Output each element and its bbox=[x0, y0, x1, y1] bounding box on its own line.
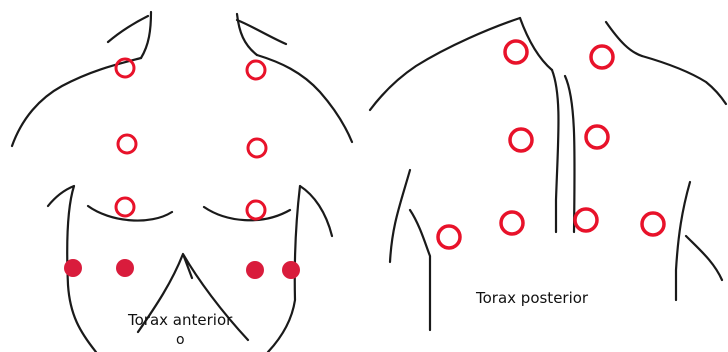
marker-ring bbox=[247, 201, 265, 219]
marker-ring bbox=[247, 61, 265, 79]
anterior-caption-tail: o bbox=[176, 333, 185, 347]
marker-ring bbox=[575, 209, 597, 231]
anterior-caption: Torax anterior bbox=[128, 313, 232, 328]
marker-dot bbox=[282, 261, 300, 279]
posterior-torso bbox=[370, 18, 726, 330]
marker-ring bbox=[116, 198, 134, 216]
marker-ring bbox=[501, 212, 523, 234]
marker-dot bbox=[116, 259, 134, 277]
marker-ring bbox=[642, 213, 664, 235]
anterior-clavicle-left bbox=[108, 16, 148, 42]
posterior-spine bbox=[552, 70, 559, 232]
anterior-shoulder-left bbox=[12, 58, 141, 146]
marker-ring bbox=[591, 46, 613, 68]
posterior-spine-right bbox=[565, 76, 575, 232]
marker-ring bbox=[248, 139, 266, 157]
posterior-shoulder-right bbox=[642, 56, 726, 104]
anterior-torso bbox=[12, 12, 352, 352]
posterior-side-right bbox=[676, 182, 722, 300]
marker-dot bbox=[64, 259, 82, 277]
anterior-markers bbox=[64, 59, 300, 279]
marker-ring bbox=[586, 126, 608, 148]
marker-dot bbox=[246, 261, 264, 279]
marker-ring bbox=[438, 226, 460, 248]
marker-ring bbox=[118, 135, 136, 153]
anterior-shoulder-right bbox=[257, 55, 352, 142]
marker-ring bbox=[505, 41, 527, 63]
posterior-shoulder-left bbox=[370, 18, 520, 110]
posterior-markers bbox=[438, 41, 664, 248]
marker-ring bbox=[510, 129, 532, 151]
posterior-caption: Torax posterior bbox=[476, 291, 588, 306]
posterior-side-left bbox=[390, 170, 430, 330]
anterior-side-right bbox=[268, 186, 332, 352]
